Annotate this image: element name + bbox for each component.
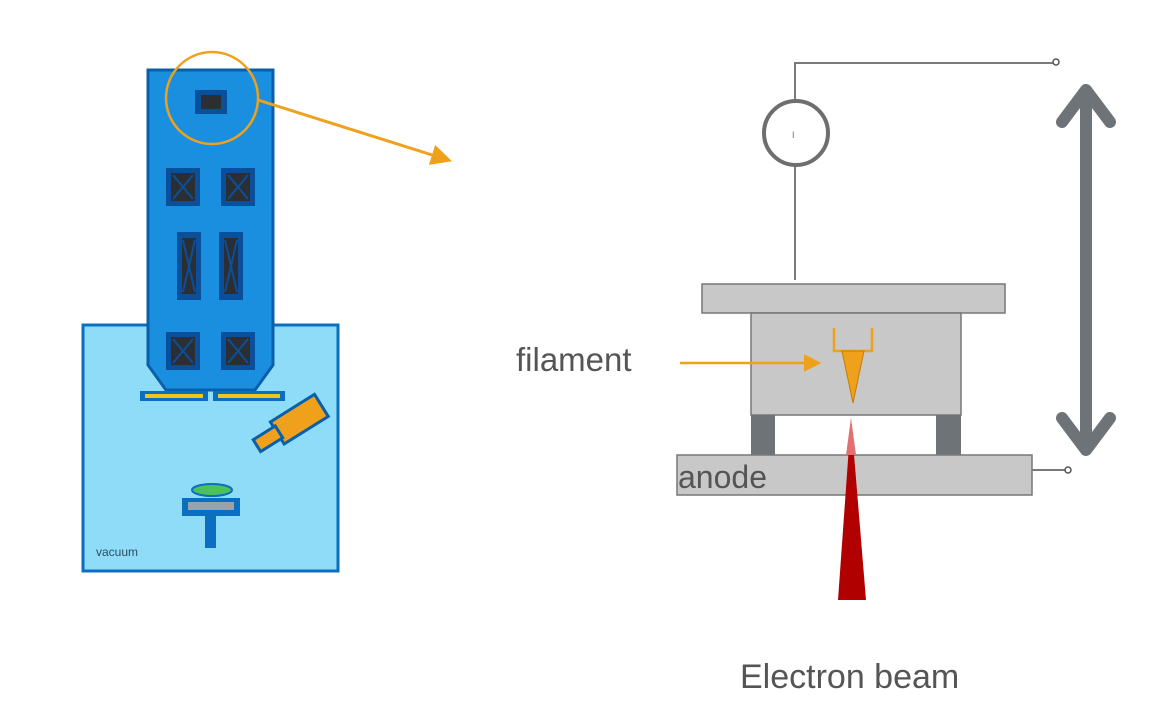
condenser-lens-left-icon [166, 168, 200, 206]
electron-gun-detail: I anode filament Electron beam [516, 58, 1116, 696]
wehnelt-top-plate [701, 283, 1006, 314]
electron-beam-fade [846, 418, 856, 455]
callout-arrow-icon [257, 98, 453, 165]
objective-lens-left-icon [166, 332, 200, 370]
voltage-double-arrow-icon [1056, 84, 1116, 456]
scan-coil-left-icon [177, 232, 201, 300]
support-leg-right [936, 415, 961, 455]
pole-piece-plates [140, 391, 285, 401]
scan-coil-right-icon [219, 232, 243, 300]
electron-beam-label: Electron beam [740, 658, 959, 696]
ammeter-icon [762, 99, 830, 167]
support-leg-left [751, 415, 775, 455]
vacuum-label: vacuum [96, 545, 138, 559]
ammeter-symbol: I [792, 130, 795, 140]
source-callout-circle [164, 50, 260, 146]
filament-tip-icon [841, 350, 865, 404]
circuit-wire [794, 62, 1055, 280]
sample-stage-icon [182, 483, 240, 548]
condenser-lens-right-icon [221, 168, 255, 206]
terminal-top [1052, 58, 1060, 66]
terminal-bottom [1064, 466, 1072, 474]
electron-column [146, 68, 275, 392]
filament-label: filament [516, 341, 632, 378]
electron-beam-shape [838, 418, 866, 600]
anode-label: anode [678, 459, 767, 495]
detector-icon [251, 392, 331, 454]
objective-lens-right-icon [221, 332, 255, 370]
microscope-schematic: vacuum [81, 50, 453, 573]
